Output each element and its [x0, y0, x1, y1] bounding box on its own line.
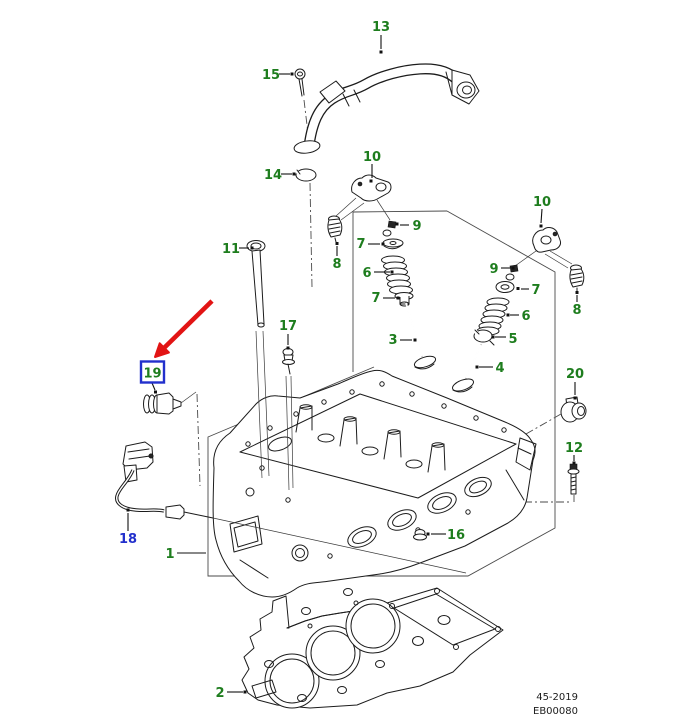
callout-6-left[interactable]: 6: [362, 266, 371, 281]
cylinder-head: [212, 369, 537, 598]
spring-retainer-right: [495, 281, 515, 293]
callout-17[interactable]: 17: [279, 319, 297, 334]
drawing-code: EB00080: [533, 706, 578, 717]
callout-5[interactable]: 5: [508, 332, 517, 347]
temperature-sensor-lead: [115, 441, 467, 574]
hose-bolt: [294, 68, 306, 97]
outlet-hose: [293, 63, 480, 154]
lash-adjuster-right: [569, 264, 585, 292]
lash-adjuster-left: [327, 215, 343, 243]
position-sensor: [560, 396, 587, 423]
valve-spring-left: [381, 255, 413, 295]
valve-right: [452, 344, 482, 393]
highlight-box: [139, 360, 166, 384]
leader-lines: [126, 35, 579, 694]
valve-left: [405, 302, 437, 370]
callout-14[interactable]: 14: [264, 168, 282, 183]
projection-box-lines: [207, 210, 556, 577]
bolt-projection-lines: [255, 330, 294, 491]
callout-10-left[interactable]: 10: [363, 150, 381, 165]
spring-seat-lower-left: [394, 292, 414, 307]
blanking-plug: [413, 529, 427, 541]
mounting-stud: [567, 463, 580, 495]
highlighted-callout-19[interactable]: 19: [139, 360, 166, 384]
spring-retainer-upper-left: [382, 238, 404, 250]
valve-spring-right: [476, 297, 510, 336]
pointer-arrow: [154, 299, 214, 358]
callout-9-right[interactable]: 9: [489, 262, 498, 277]
callout-3[interactable]: 3: [388, 333, 397, 348]
callout-10-right[interactable]: 10: [533, 195, 551, 210]
callout-16[interactable]: 16: [447, 528, 465, 543]
callout-12[interactable]: 12: [565, 441, 583, 456]
camshaft-bolt: [246, 240, 266, 328]
rocker-arm-left: [335, 174, 392, 221]
valve-stem-seal-right: [472, 328, 495, 346]
date-code: 45-2019: [536, 692, 578, 703]
callout-7-right[interactable]: 7: [531, 283, 540, 298]
callout-8-right[interactable]: 8: [572, 303, 581, 318]
hose-seal: [294, 168, 317, 182]
head-gasket: [241, 587, 504, 709]
footer-codes: 45-2019 EB00080: [533, 692, 578, 717]
callout-19[interactable]: 19: [143, 367, 161, 382]
callout-11[interactable]: 11: [222, 242, 240, 257]
callout-1[interactable]: 1: [165, 547, 174, 562]
coolant-sensor: [143, 391, 197, 415]
center-lines: [196, 99, 575, 503]
callout-13[interactable]: 13: [372, 20, 390, 35]
head-stud-bolt: [282, 348, 295, 375]
callout-4[interactable]: 4: [495, 361, 504, 376]
head-bolt-holes: [245, 381, 507, 559]
callout-7-upper-left[interactable]: 7: [356, 237, 365, 252]
callout-9-left[interactable]: 9: [412, 219, 421, 234]
callout-2[interactable]: 2: [215, 686, 224, 701]
callout-8-left[interactable]: 8: [332, 257, 341, 272]
callout-7-lower-left[interactable]: 7: [371, 291, 380, 306]
callout-labels: 1 2 3 4 5 6 6 7 7 7 8 8 9 9 10 10 11 12 …: [119, 20, 584, 701]
callout-20[interactable]: 20: [566, 367, 584, 382]
rocker-arm-right: [514, 227, 573, 269]
callout-6-right[interactable]: 6: [521, 309, 530, 324]
callout-18[interactable]: 18: [119, 532, 137, 547]
valve-keeper-left: [382, 220, 397, 237]
callout-15[interactable]: 15: [262, 68, 280, 83]
